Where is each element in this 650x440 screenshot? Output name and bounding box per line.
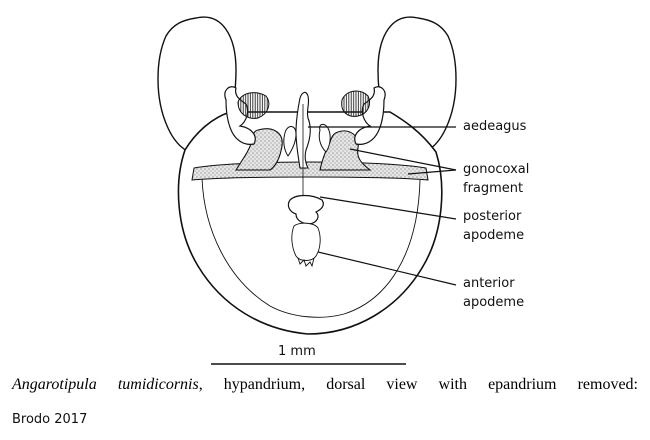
gonocoxal-fragment-band [191,161,429,181]
label-posterior-line1: posterior [463,209,522,224]
label-posterior-apodeme: posterior apodeme [463,207,524,245]
scale-bar-label: 1 mm [278,344,316,359]
caption-text: , hypandrium, dorsal view with epandrium… [198,376,638,393]
label-anterior-apodeme: anterior apodeme [463,274,524,312]
right-bristle-lobe [341,90,371,117]
figure-caption: Angarotipula tumidicornis, hypandrium, d… [12,376,638,394]
label-gonocoxal-line1: gonocoxal [463,162,530,177]
right-gonostylus [354,86,386,145]
leader-anterior-apodeme [317,251,457,286]
label-posterior-line2: apodeme [463,228,525,243]
label-gonocoxal-line2: fragment [463,181,524,196]
left-gonostylus [224,86,256,145]
leader-gonocoxal-lower [407,169,457,175]
posterior-apodeme [287,194,324,225]
left-inner-process [283,126,297,157]
label-gonocoxal-fragment: gonocoxal fragment [463,160,529,198]
hypandrium-inner-contour [201,177,421,318]
caption-species: Angarotipula tumidicornis [12,376,199,393]
label-anterior-line2: apodeme [463,295,525,310]
anterior-apodeme-tip [297,257,315,268]
right-inner-process [318,123,331,153]
anterior-apodeme [291,222,321,261]
leader-gonocoxal-upper [349,148,457,171]
leader-posterior-apodeme [319,196,457,220]
figure-credit: Brodo 2017 [12,412,88,427]
label-aedeagus: aedeagus [463,119,527,134]
label-anterior-line1: anterior [463,276,515,291]
left-bristle-lobe [237,92,270,119]
